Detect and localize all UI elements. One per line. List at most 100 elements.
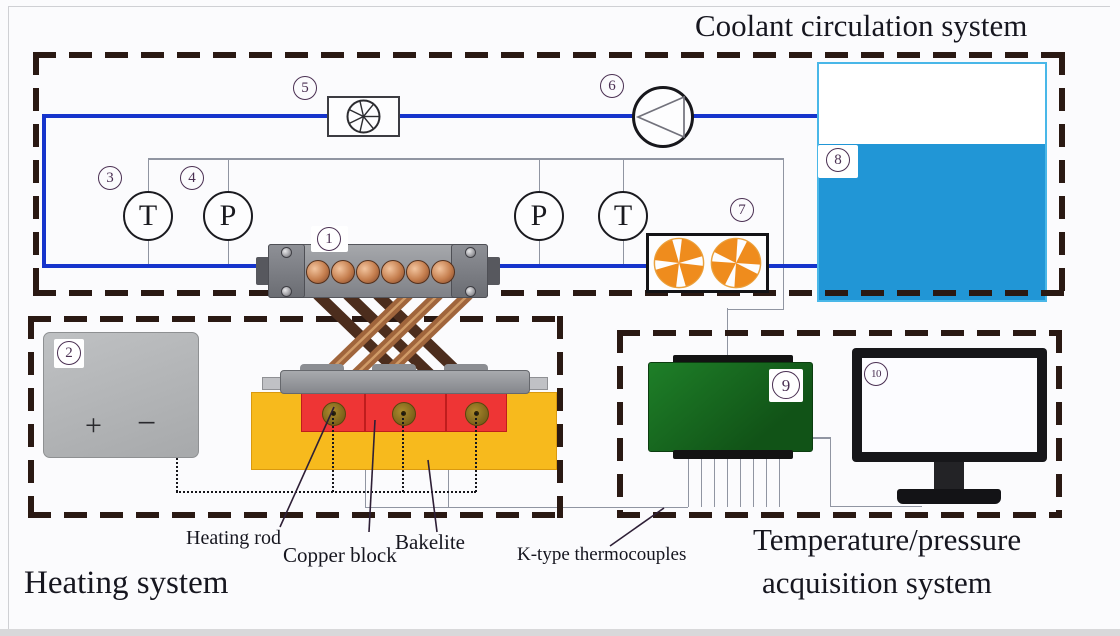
marker-7: 7 [730, 198, 754, 222]
cold-plate-flange [486, 257, 500, 285]
dashed-edge [1059, 52, 1065, 296]
heat-pipe-end [431, 260, 455, 284]
dashed-edge [617, 330, 623, 518]
screw-icon [281, 247, 292, 258]
signal-wire-bus [148, 158, 784, 160]
marker-4: 4 [180, 166, 204, 190]
screw-icon [281, 286, 292, 297]
sensor-tap [227, 240, 229, 266]
signal-wire [147, 158, 149, 192]
coolant-pipe-left [42, 114, 46, 268]
thermocouple-lead [700, 458, 702, 507]
thermocouple-lead [778, 458, 780, 507]
cooling-fan-icon [653, 237, 705, 289]
marker-6: 6 [600, 74, 624, 98]
acquisition-system-title-line1: Temperature/pressure [753, 522, 1022, 557]
power-lead [475, 413, 477, 492]
pump-icon [635, 95, 685, 139]
power-lead [402, 413, 404, 492]
dashed-edge [617, 330, 1062, 336]
marker-1: 1 [317, 227, 341, 251]
acquisition-system-title-line2: acquisition system [762, 565, 992, 600]
marker-9: 9 [772, 371, 800, 399]
power-lead [332, 413, 334, 492]
temperature-sensor-left: T [123, 191, 173, 241]
sensor-tap [538, 240, 540, 266]
plus-terminal: + [85, 409, 102, 442]
screw-icon [465, 286, 476, 297]
cold-plate-flange [256, 257, 270, 285]
power-lead [176, 458, 178, 492]
pressure-sensor-right: P [514, 191, 564, 241]
signal-wire [622, 158, 624, 192]
heating-system-title: Heating system [24, 565, 229, 601]
coolant-tank [817, 62, 1047, 302]
marker-2: 2 [57, 341, 81, 365]
thermocouple-lead [364, 470, 366, 507]
heat-pipe-end [381, 260, 405, 284]
plate-tab [262, 377, 282, 390]
dashed-edge [33, 52, 39, 296]
daq-connector-bottom [673, 450, 793, 459]
radiator [327, 96, 400, 137]
dashed-edge [557, 316, 563, 518]
dashed-edge [33, 52, 1065, 58]
dashed-edge [28, 316, 34, 518]
frame-line-top [8, 6, 1110, 7]
heat-pipe-end [356, 260, 380, 284]
daq-monitor-wire [830, 505, 922, 507]
pressure-sensor-left: P [203, 191, 253, 241]
radiator-fan-icon [346, 99, 381, 134]
fan-unit [646, 233, 769, 293]
thermocouple-lead [447, 470, 449, 507]
bottom-strip [0, 629, 1120, 636]
screw-icon [465, 247, 476, 258]
heat-pipe-end [306, 260, 330, 284]
heat-pipe-end [331, 260, 355, 284]
marker-3: 3 [98, 166, 122, 190]
dashed-edge [28, 512, 563, 518]
monitor-base [897, 489, 1001, 504]
sensor-tap [147, 240, 149, 266]
power-lead [176, 491, 476, 493]
monitor-screen [862, 358, 1037, 452]
dashed-edge [1056, 330, 1062, 518]
signal-wire-to-daq [726, 308, 728, 358]
cold-plate [256, 244, 500, 298]
bakelite-label: Bakelite [395, 530, 465, 554]
heating-rod-hole [392, 402, 416, 426]
daq-monitor-wire [813, 437, 831, 439]
daq-connector-top [673, 355, 793, 364]
thermocouple-lead [726, 458, 728, 507]
pump [632, 86, 694, 148]
copper-block-label: Copper block [283, 543, 397, 567]
marker-5: 5 [293, 76, 317, 100]
marker-10: 10 [864, 362, 888, 386]
cooling-fan-icon [710, 237, 762, 289]
plate-tab [528, 377, 548, 390]
thermocouple-bus [365, 506, 688, 508]
thermocouples-label: K-type thermocouples [517, 544, 687, 565]
heating-rod-label: Heating rod [186, 527, 281, 549]
coolant-system-title: Coolant circulation system [695, 8, 1028, 43]
sensor-tap [622, 240, 624, 266]
signal-wire [538, 158, 540, 192]
daq-monitor-wire [829, 437, 831, 507]
mounting-plate [280, 370, 530, 394]
signal-wire [227, 158, 229, 192]
marker-8: 8 [826, 148, 850, 172]
heating-rod-hole [465, 402, 489, 426]
coolant-pipe-top [42, 114, 821, 118]
thermocouple-lead [713, 458, 715, 507]
temperature-sensor-right: T [598, 191, 648, 241]
signal-wire [727, 308, 784, 310]
frame-line-left [8, 6, 9, 629]
heat-pipe-end [406, 260, 430, 284]
dashed-edge [617, 512, 1062, 518]
thermocouple-lead [765, 458, 767, 507]
signal-wire-down [782, 158, 784, 310]
thermocouple-lead [687, 458, 689, 507]
thermocouple-lead [739, 458, 741, 507]
minus-terminal: − [137, 405, 157, 442]
